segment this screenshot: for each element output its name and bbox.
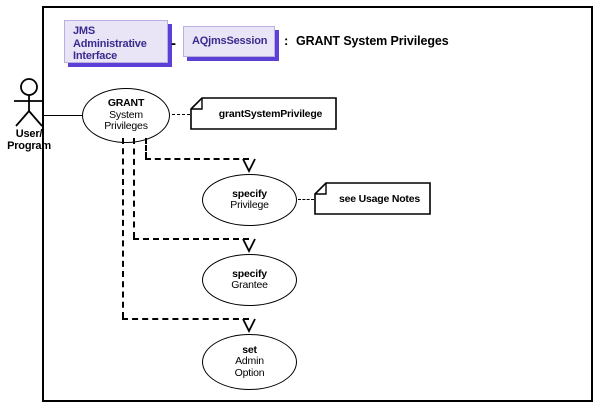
use-case-grant-system-privileges[interactable]: GRANT System Privileges xyxy=(82,88,170,143)
use-case-specify-grantee[interactable]: specify Grantee xyxy=(202,254,297,306)
note-anchor-line-1 xyxy=(172,114,190,115)
class-box-jms-administrative-interface[interactable]: JMS Administrative Interface xyxy=(64,20,168,63)
note-grant-system-privilege[interactable]: grantSystemPrivilege xyxy=(190,97,337,130)
use-case-line: specify xyxy=(232,267,267,280)
note-text: see Usage Notes xyxy=(338,192,421,205)
use-case-set-admin-option[interactable]: set Admin Option xyxy=(202,334,297,390)
use-case-line: Privileges xyxy=(104,120,148,133)
actor-label-line: Program xyxy=(7,140,51,152)
include-arrowhead-a-icon xyxy=(242,158,256,174)
actor-label: User/ Program xyxy=(0,128,58,152)
use-case-specify-privilege[interactable]: specify Privilege xyxy=(202,174,297,226)
header-dash-separator: - xyxy=(171,35,176,52)
class-box-line: AQjmsSession xyxy=(192,35,268,48)
stick-figure-actor-icon xyxy=(14,78,44,127)
include-line-a-horizontal xyxy=(145,158,249,160)
actor-label-line: User/ xyxy=(15,128,43,140)
include-line-c-horizontal xyxy=(122,318,249,320)
title-colon: : xyxy=(284,33,289,48)
class-box-aqjmssession[interactable]: AQjmsSession xyxy=(183,26,275,57)
use-case-line: System xyxy=(109,108,143,121)
include-arrowhead-c-icon xyxy=(242,318,256,334)
include-arrowhead-b-icon xyxy=(242,238,256,254)
note-anchor-line-2 xyxy=(298,199,314,200)
include-line-b-vertical xyxy=(133,138,135,238)
note-shape-icon xyxy=(314,182,431,215)
include-line-b-horizontal xyxy=(133,238,249,240)
note-see-usage-notes[interactable]: see Usage Notes xyxy=(314,182,431,215)
use-case-line: GRANT xyxy=(107,97,145,110)
actor-association-line xyxy=(42,115,82,116)
use-case-line: Grantee xyxy=(231,279,268,291)
include-line-a-vertical xyxy=(145,138,147,158)
use-case-line: Admin xyxy=(235,355,264,368)
class-box-line: Interface xyxy=(73,50,118,62)
use-case-line: Option xyxy=(234,366,265,379)
class-box-line: Administrative xyxy=(73,37,147,50)
note-text: grantSystemPrivilege xyxy=(218,107,323,120)
class-box-line: JMS xyxy=(73,25,96,37)
note-shape-icon xyxy=(190,97,337,130)
use-case-line: set xyxy=(242,343,257,356)
include-line-c-vertical xyxy=(122,138,124,318)
page-title: GRANT System Privileges xyxy=(296,34,449,48)
use-case-line: Privilege xyxy=(230,199,269,211)
use-case-line: specify xyxy=(232,187,267,200)
